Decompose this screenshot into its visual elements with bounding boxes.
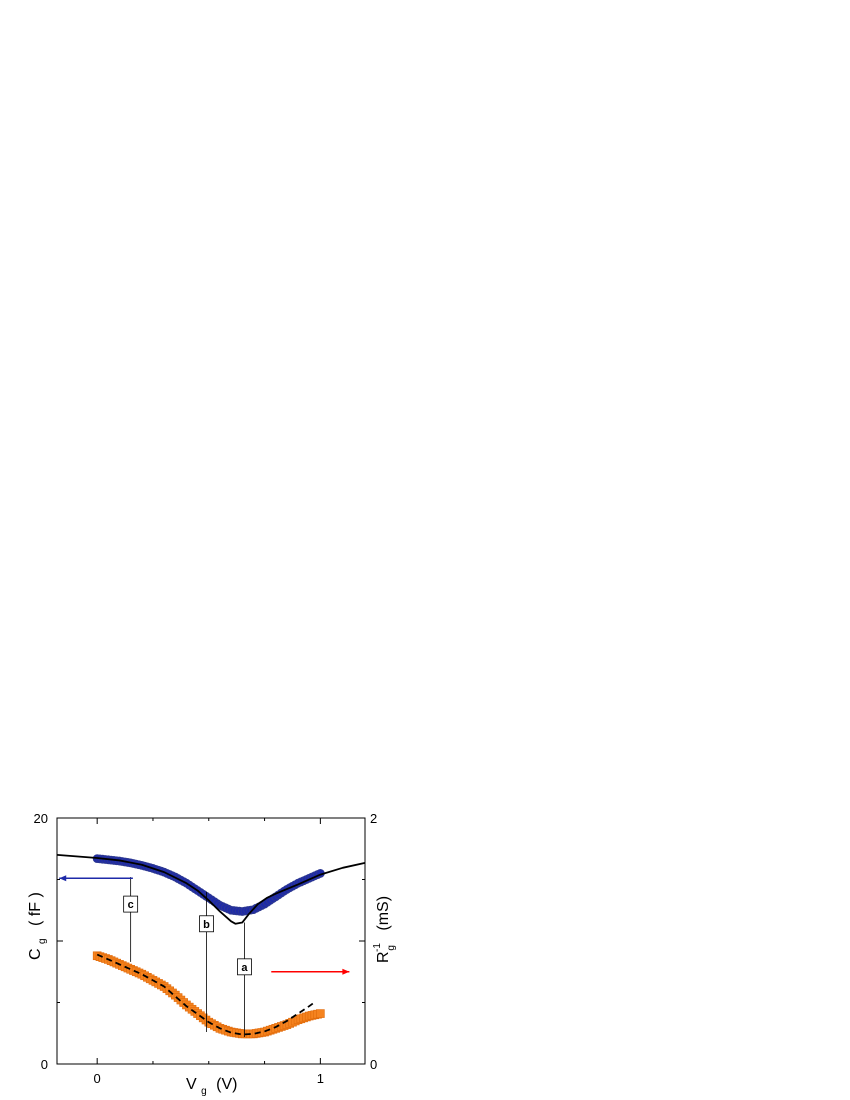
annotation-label-c: c (128, 899, 134, 911)
annotation-box-a (237, 958, 252, 976)
arrow-head-right (342, 968, 350, 975)
y-axis-label-unit: ( fF ) (27, 892, 44, 926)
y2-axis-label-superscript: -1 (372, 943, 383, 952)
x-tick-label: 0 (94, 1071, 101, 1086)
conductance-data-point (316, 1009, 325, 1018)
axis-arrows (59, 875, 350, 975)
y-tick-label: 0 (41, 1057, 48, 1072)
annotation-box-b (199, 915, 214, 933)
x-axis-label-unit: (V) (216, 1076, 237, 1093)
annotation-label-a: a (241, 962, 248, 974)
ticks (57, 817, 365, 1065)
y2-axis-title: R -1 g (mS) (367, 896, 398, 963)
fit-curves (56, 854, 366, 925)
y-axis-title: C g ( fF ) (27, 892, 49, 960)
tick-labels: 0 1 0 20 0 2 (34, 811, 378, 1086)
x-axis-label-subscript: g (201, 1086, 207, 1097)
y-axis-label-subscript: g (37, 938, 48, 944)
arrow-head-left (59, 875, 67, 882)
y-axis-label-symbol: C (27, 948, 44, 960)
y-tick-label: 20 (34, 811, 48, 826)
conductance-fit-line (96, 953, 317, 1036)
annotation-label-b: b (203, 919, 210, 931)
y2-tick-label: 2 (370, 811, 377, 826)
capacitance-fit-line (56, 854, 366, 925)
y2-axis-label-subscript: g (386, 945, 397, 951)
svg-text:V g (V): V g (V) (186, 1076, 237, 1098)
y2-axis-label-unit: (mS) (375, 896, 392, 931)
y2-tick-label: 0 (370, 1057, 377, 1072)
x-axis-label-symbol: V (186, 1076, 197, 1093)
x-axis-title: V g (V) (186, 1076, 237, 1098)
y2-axis-label-symbol: R (375, 951, 392, 963)
svg-text:R -1 g (mS): R -1 g (mS) (367, 896, 398, 963)
annotations: c b a (123, 877, 252, 1037)
x-tick-label: 1 (317, 1071, 324, 1086)
svg-text:C g ( fF ): C g ( fF ) (27, 892, 49, 960)
annotation-box-c (123, 895, 139, 913)
data-markers (92, 854, 325, 1039)
